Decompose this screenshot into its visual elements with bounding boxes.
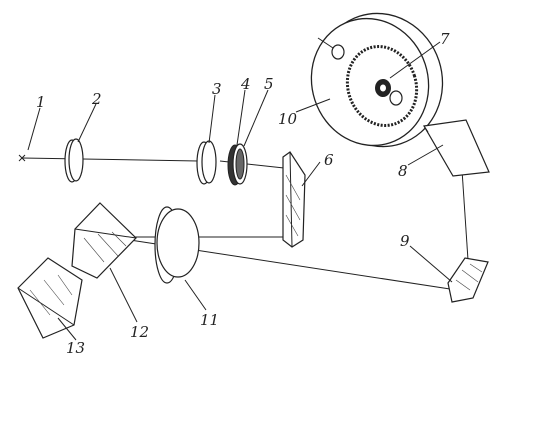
rotating-disc (310, 12, 444, 148)
label-6: 6 (324, 151, 334, 169)
reference-numerals: 1 2 3 4 5 6 7 8 9 10 11 12 13 (36, 30, 450, 357)
ray-source-to-lens (21, 157, 199, 162)
label-12: 12 (130, 323, 149, 341)
filter-core (235, 148, 245, 180)
lens-3-front (201, 140, 217, 184)
prism-13-edge (17, 287, 75, 326)
prism-12-edge (74, 228, 137, 239)
lens-2-front (68, 138, 84, 182)
prism-6-body (282, 151, 306, 248)
label-9: 9 (400, 232, 410, 250)
mirror-8-edge (423, 125, 429, 133)
prism-12-hatching (83, 231, 127, 263)
label-1: 1 (36, 93, 46, 111)
prism-9 (447, 257, 489, 303)
label-4: 4 (240, 75, 251, 93)
label-5: 5 (264, 75, 274, 93)
label-2: 2 (91, 90, 102, 108)
prism-13-hatching (29, 274, 73, 316)
mirror-8 (423, 119, 490, 177)
prism-6-hatching (285, 174, 301, 237)
mirror-8-face (423, 119, 490, 177)
prism-6 (282, 151, 306, 248)
disc-shaft (389, 90, 403, 106)
label-11: 11 (200, 311, 219, 329)
prism-12 (71, 202, 137, 279)
lens-3 (196, 140, 217, 185)
label-10: 10 (278, 110, 298, 128)
leader-lines (27, 37, 453, 341)
light-source (18, 154, 26, 162)
lens-11 (154, 206, 200, 284)
ray-mirror-8-to-9 (461, 169, 469, 261)
filter-element (227, 143, 248, 186)
disc-face (310, 17, 430, 147)
label-8: 8 (398, 162, 408, 180)
prism-9-body (447, 257, 489, 303)
label-3: 3 (212, 80, 222, 98)
lens-11-front (156, 208, 200, 278)
label-7: 7 (440, 30, 450, 48)
disc-hub-bore (380, 84, 386, 92)
prism-9-hatching (455, 263, 483, 291)
prism-13-body (17, 257, 83, 339)
label-13: 13 (66, 339, 85, 357)
prism-13 (17, 257, 83, 339)
prism-6-edge (289, 151, 293, 248)
source-cross-b (18, 154, 26, 162)
disc-aperture (331, 44, 345, 60)
disc-inner-ring (345, 45, 419, 127)
lens-2 (64, 138, 84, 183)
